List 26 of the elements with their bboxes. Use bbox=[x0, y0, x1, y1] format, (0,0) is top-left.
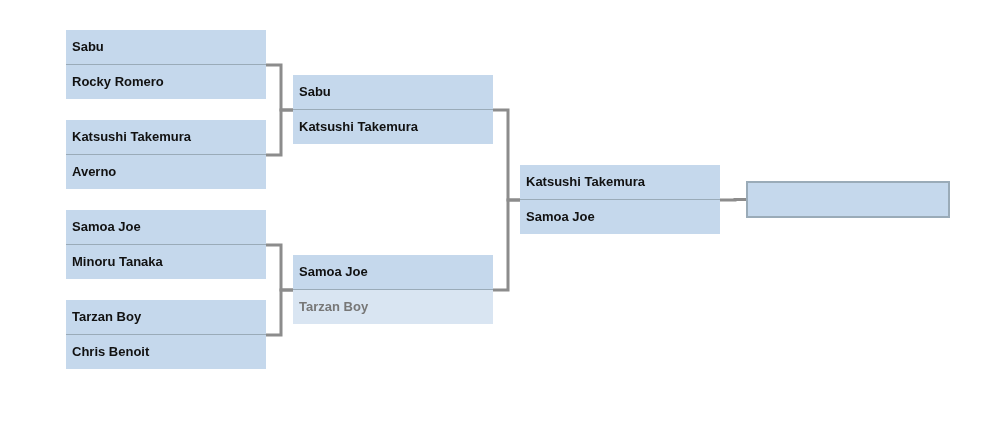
competitor-name: Samoa Joe bbox=[520, 200, 720, 234]
competitor-name: Katsushi Takemura bbox=[520, 165, 720, 199]
competitor-name: Sabu bbox=[293, 75, 493, 109]
match-box bbox=[293, 255, 493, 324]
competitor-name: Samoa Joe bbox=[293, 255, 493, 289]
bracket-line bbox=[266, 288, 293, 337]
bracket-line bbox=[266, 108, 293, 157]
competitor-name: Averno bbox=[66, 155, 266, 189]
match-box bbox=[66, 120, 266, 189]
competitor-name: Katsushi Takemura bbox=[66, 120, 266, 154]
match-box bbox=[293, 75, 493, 144]
competitor-name: Sabu bbox=[66, 30, 266, 64]
competitor-name: Chris Benoit bbox=[66, 335, 266, 369]
bracket-line bbox=[720, 198, 746, 202]
match-box bbox=[66, 210, 266, 279]
competitor-name: Rocky Romero bbox=[66, 65, 266, 99]
match-box bbox=[520, 165, 720, 234]
bracket-line bbox=[493, 198, 520, 292]
match-box bbox=[66, 30, 266, 99]
competitor-name: Tarzan Boy bbox=[66, 300, 266, 334]
competitor-name: Samoa Joe bbox=[66, 210, 266, 244]
empty-slot bbox=[746, 181, 950, 218]
match-box bbox=[66, 300, 266, 369]
competitor-name: Minoru Tanaka bbox=[66, 245, 266, 279]
competitor-name: Tarzan Boy bbox=[293, 290, 493, 324]
competitor-name: Katsushi Takemura bbox=[293, 110, 493, 144]
